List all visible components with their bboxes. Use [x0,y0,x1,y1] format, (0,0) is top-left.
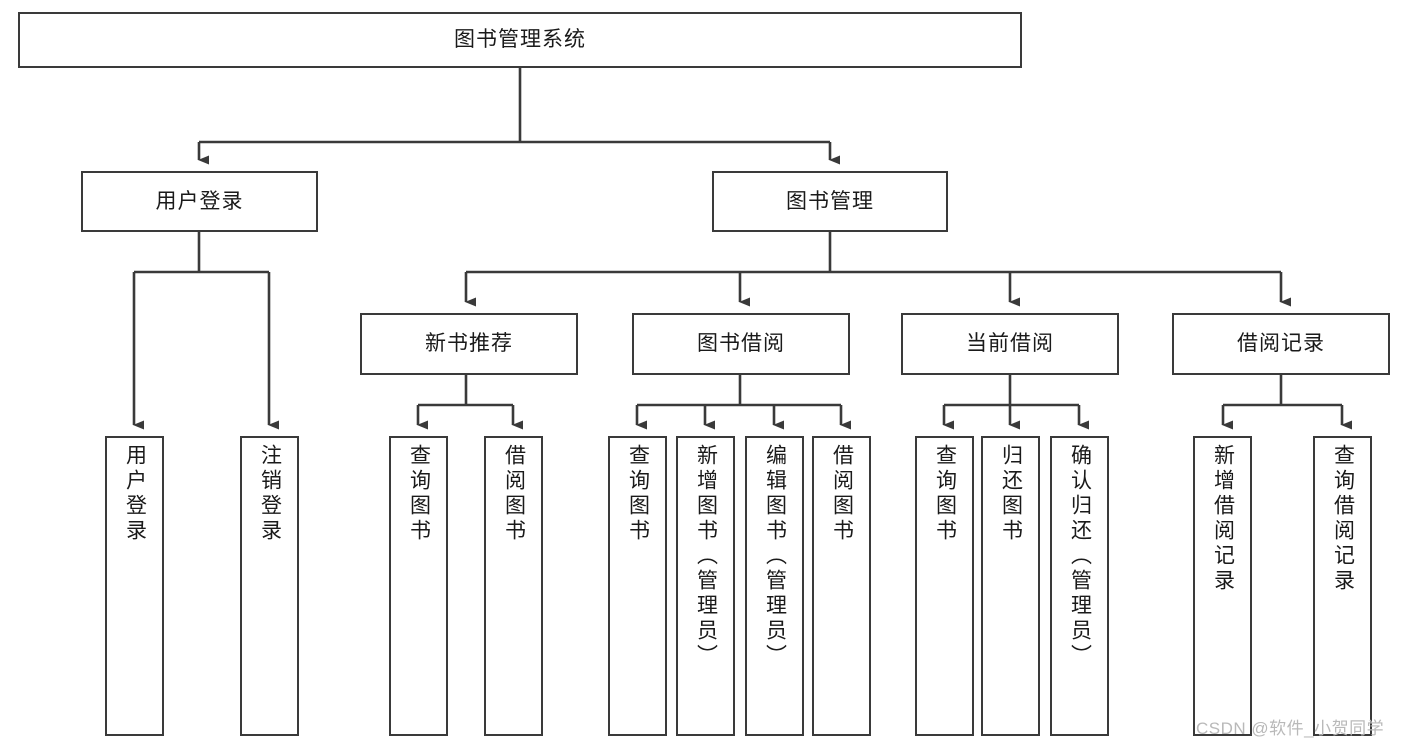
leaf-return-book[interactable]: 归还图书 [981,436,1040,736]
node-label: 当前借阅 [966,332,1054,356]
node-label: 图书借阅 [697,332,785,356]
leaf-logout-login[interactable]: 注销登录 [240,436,299,736]
node-book-borrow[interactable]: 图书借阅 [632,313,850,375]
leaf-label: 查询图书 [626,444,650,544]
leaf-query-book-current[interactable]: 查询图书 [915,436,974,736]
leaf-query-book-borrow[interactable]: 查询图书 [608,436,667,736]
leaf-add-book-admin[interactable]: 新增图书（管理员） [676,436,735,736]
leaf-query-borrow-record[interactable]: 查询借阅记录 [1313,436,1372,736]
node-user-login[interactable]: 用户登录 [81,171,318,232]
node-new-book-recommend[interactable]: 新书推荐 [360,313,578,375]
node-book-management[interactable]: 图书管理 [712,171,948,232]
node-label: 用户登录 [155,189,244,213]
leaf-label: 查询图书 [933,444,957,544]
leaf-label: 查询图书 [407,444,431,544]
node-label: 新书推荐 [425,332,513,356]
leaf-label: 借阅图书 [502,444,526,544]
leaf-confirm-return-admin[interactable]: 确认归还（管理员） [1050,436,1109,736]
node-borrow-record[interactable]: 借阅记录 [1172,313,1390,375]
leaf-label: 用户登录 [123,444,147,544]
leaf-label: 编辑图书（管理员） [763,444,787,669]
leaf-label: 确认归还（管理员） [1068,444,1092,669]
leaf-user-login[interactable]: 用户登录 [105,436,164,736]
leaf-borrow-book[interactable]: 借阅图书 [812,436,871,736]
leaf-borrow-book-recommend[interactable]: 借阅图书 [484,436,543,736]
leaf-query-book-recommend[interactable]: 查询图书 [389,436,448,736]
leaf-label: 查询借阅记录 [1331,444,1355,594]
leaf-add-borrow-record[interactable]: 新增借阅记录 [1193,436,1252,736]
leaf-label: 新增图书（管理员） [694,444,718,669]
leaf-label: 新增借阅记录 [1211,444,1235,594]
leaf-label: 注销登录 [258,444,282,544]
leaf-edit-book-admin[interactable]: 编辑图书（管理员） [745,436,804,736]
leaf-label: 借阅图书 [830,444,854,544]
node-label: 图书管理系统 [454,28,586,52]
leaf-label: 归还图书 [999,444,1023,544]
node-label: 图书管理 [786,189,874,213]
csdn-watermark: CSDN @软件_小贺同学 [1196,719,1385,738]
node-root-book-management-system[interactable]: 图书管理系统 [18,12,1022,68]
node-label: 借阅记录 [1237,332,1325,356]
node-current-borrow[interactable]: 当前借阅 [901,313,1119,375]
